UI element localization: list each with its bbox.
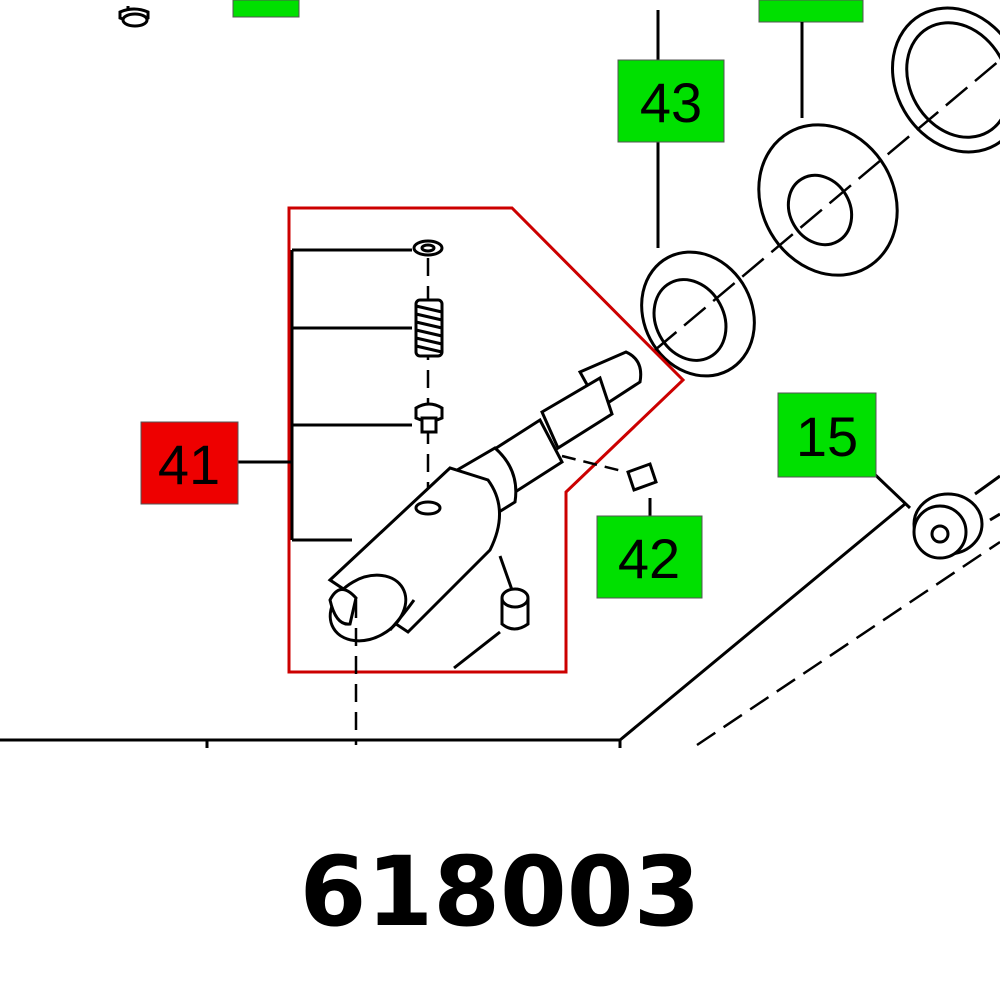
callout-43-label: 43 [640,71,702,134]
cropped-green-callout-right [758,0,864,23]
key-dashed-line [561,454,627,474]
callout-15[interactable]: 15 [777,392,877,478]
callout-43-box [617,59,725,143]
large-ring-top-right [891,6,1000,154]
assembly-41-highlight [287,206,686,674]
callout-42-label: 42 [618,527,680,590]
pin-leader-line [453,630,501,670]
callout-41-box [140,421,239,505]
top-screw-fragment [118,6,150,28]
bearing-44 [757,123,899,277]
housing-dashed-edge [696,540,1000,747]
callout-15-label: 15 [796,405,858,468]
callout-43[interactable]: 43 [617,59,725,143]
callout-41-bracket [238,248,412,542]
washer-15 [912,492,984,560]
snap-ring [412,239,444,257]
callout-42[interactable]: 42 [596,515,703,599]
callout-15-box [777,392,877,478]
cropped-green-callout-left [232,0,300,18]
cylinder-pin [498,555,530,631]
main-shaft [327,350,643,643]
key-42 [626,462,658,492]
spring [414,298,444,358]
callout-41-label: 41 [158,433,220,496]
callout-41[interactable]: 41 [140,421,239,505]
housing-outline [0,474,1000,748]
part-number: 618003 [300,836,701,948]
callout-42-box [596,515,703,599]
pin-plug [414,402,444,434]
